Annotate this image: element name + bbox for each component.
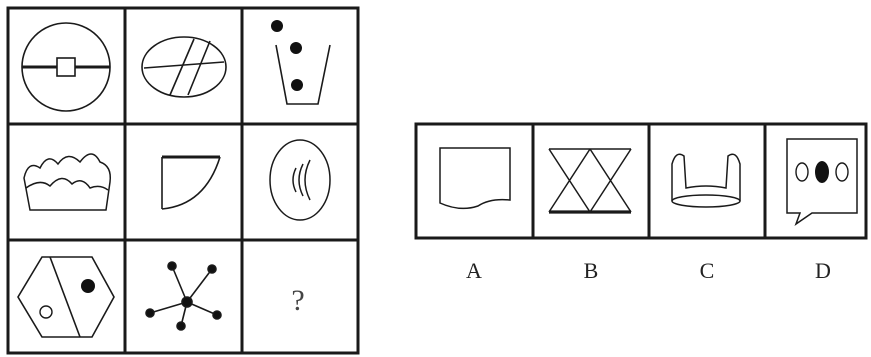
option-b-label[interactable]: B xyxy=(584,258,599,283)
option-d-figure[interactable] xyxy=(786,138,858,226)
option-a-label[interactable]: A xyxy=(466,258,482,283)
option-c-label[interactable]: C xyxy=(700,258,715,283)
cup-with-three-dots-icon xyxy=(271,20,331,105)
quarter-sector-icon xyxy=(161,155,221,210)
ellipse-with-arcs-icon xyxy=(269,139,331,221)
ellipse-with-parallel-chords-icon xyxy=(141,36,227,98)
option-c-figure[interactable] xyxy=(671,153,741,208)
cloud-blob-with-wavy-line-icon xyxy=(23,153,112,211)
option-d-label[interactable]: D xyxy=(815,258,831,283)
options-strip xyxy=(414,122,868,240)
question-mark: ? xyxy=(291,284,304,317)
star-network-icon xyxy=(145,261,222,331)
option-a-figure[interactable] xyxy=(439,147,511,210)
option-b-figure[interactable] xyxy=(548,148,632,214)
puzzle-grid xyxy=(6,6,360,355)
circle-with-bar-and-square-icon xyxy=(21,22,111,112)
hexagon-with-two-dots-icon xyxy=(17,256,115,338)
